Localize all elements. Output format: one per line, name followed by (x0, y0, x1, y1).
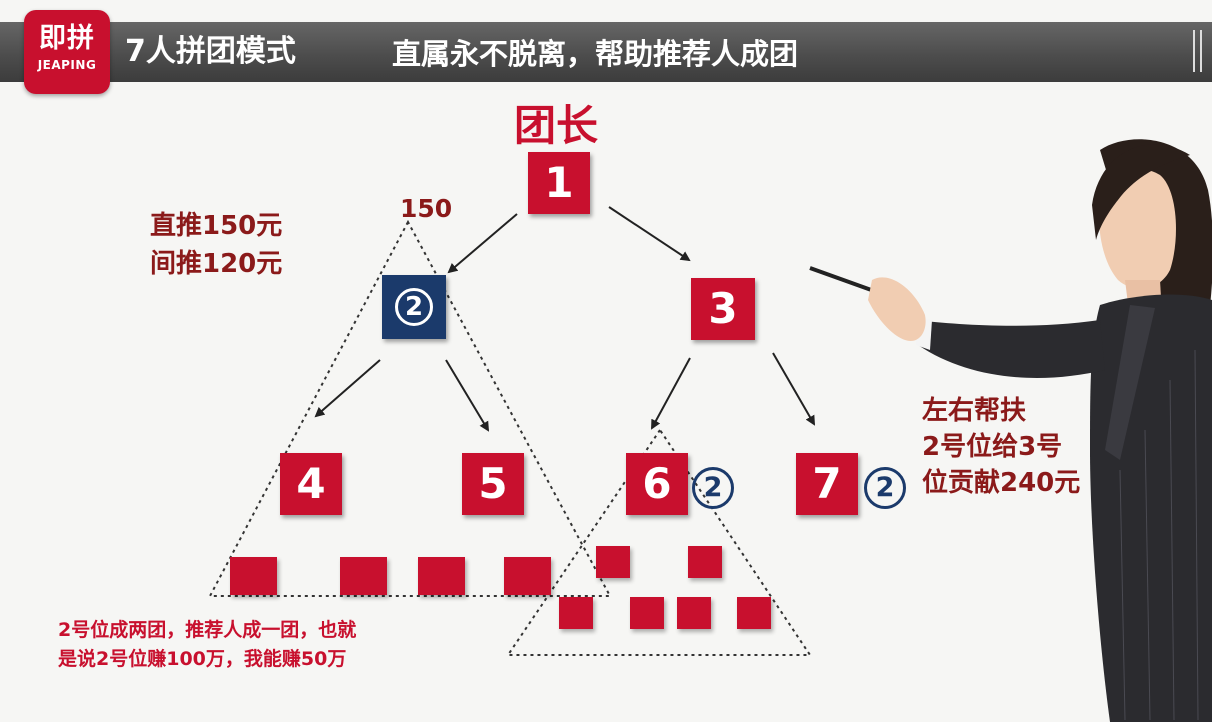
node-4-label: 4 (296, 459, 326, 508)
node-7: 7 (796, 453, 858, 515)
node-3-label: 3 (708, 284, 738, 333)
node-3: 3 (691, 278, 755, 340)
amount-label: 150 (400, 194, 453, 223)
node-2-label: 2 (395, 288, 433, 326)
member-square (559, 597, 593, 629)
arrow-3-to-6 (651, 357, 691, 430)
member-square (737, 597, 771, 629)
help-line-1: 左右帮扶 (922, 396, 1027, 426)
badge-node-7: 2 (864, 467, 906, 509)
node-1: 1 (528, 152, 590, 214)
bottom-note: 2号位成两团，推荐人成一团，也就 是说2号位赚100万，我能赚50万 (58, 616, 356, 674)
logo-english: JEAPING (37, 58, 97, 72)
help-line-3: 位贡献240元 (922, 468, 1081, 498)
node-4: 4 (280, 453, 342, 515)
help-line-2: 2号位给3号 (922, 432, 1063, 462)
node-1-label: 1 (544, 158, 574, 207)
page-title: 7人拼团模式 (125, 34, 296, 69)
header-bar (0, 22, 1212, 82)
bottom-line-2: 是说2号位赚100万，我能赚50万 (58, 648, 347, 670)
node-7-label: 7 (812, 459, 842, 508)
presenter-illustration (868, 139, 1212, 722)
leader-label: 团长 (514, 101, 599, 150)
reward-line-2: 间推120元 (150, 249, 283, 279)
logo-chinese: 即拼 (39, 23, 95, 54)
help-text: 左右帮扶 2号位给3号 位贡献240元 (922, 393, 1080, 501)
header-divider (1193, 30, 1202, 72)
member-square (504, 557, 551, 595)
member-square (596, 546, 630, 578)
member-square (688, 546, 722, 578)
member-square (340, 557, 387, 595)
node-6: 6 (626, 453, 688, 515)
team-triangle-right (506, 428, 812, 656)
arrow-2-to-5 (445, 359, 490, 432)
member-square (230, 557, 277, 595)
badge-node-6: 2 (692, 467, 734, 509)
bottom-line-1: 2号位成两团，推荐人成一团，也就 (58, 619, 357, 641)
member-square (677, 597, 711, 629)
brand-logo: 即拼 JEAPING (24, 10, 110, 94)
reward-text: 直推150元 间推120元 (150, 207, 282, 283)
reward-line-1: 直推150元 (150, 211, 283, 241)
member-square (630, 597, 664, 629)
arrow-1-to-2 (447, 213, 518, 274)
node-2: 2 (382, 275, 446, 339)
node-5-label: 5 (478, 459, 508, 508)
member-square (418, 557, 465, 595)
page-subtitle: 直属永不脱离，帮助推荐人成团 (392, 37, 799, 71)
node-6-label: 6 (642, 459, 672, 508)
arrow-2-to-4 (314, 359, 381, 418)
arrow-3-to-7 (772, 352, 816, 426)
team-triangle-left (208, 219, 612, 597)
node-5: 5 (462, 453, 524, 515)
arrow-1-to-3 (608, 206, 691, 262)
